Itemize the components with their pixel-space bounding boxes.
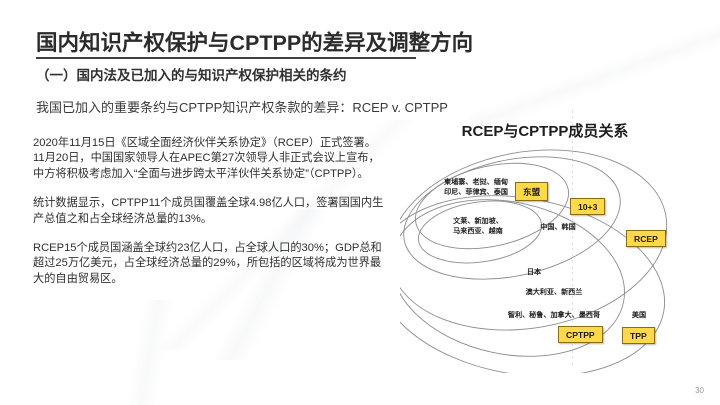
label-line: 智利、秘鲁、加拿大、墨西哥	[507, 311, 601, 319]
body-paragraph: 统计数据显示，CPTPP11个成员国覆盖全球4.98亿人口，签署国国内生产总值之…	[33, 197, 384, 225]
page-number: 30	[695, 386, 704, 395]
ellipse-asean	[415, 162, 569, 250]
badge-rcep[interactable]: RCEP	[626, 230, 666, 247]
badge-ten-plus-three[interactable]: 10+3	[570, 198, 606, 215]
badge-tpp[interactable]: TPP	[622, 327, 655, 344]
title-underline	[36, 57, 416, 59]
body-text-column: 2020年11月15日《区域全面经济伙伴关系协定》（RCEP）正式签署。11月2…	[33, 136, 385, 287]
label-line: 日本	[526, 268, 542, 276]
label-line: 中国、韩国	[540, 223, 576, 231]
ellipse-asean-cptpp	[418, 200, 542, 264]
layout-guide	[572, 110, 573, 365]
label-line: 美国	[631, 311, 647, 319]
badge-asean[interactable]: 东盟	[515, 182, 549, 201]
diagram-label-asean-cptpp: 文莱、新加坡、马来西亚、越南	[430, 217, 526, 236]
slide-lead-text: 我国已加入的重要条约与CPTPP知识产权条款的差异：RCEP v. CPTPP	[36, 100, 448, 115]
diagram-title: RCEP与CPTPP成员关系	[461, 123, 629, 140]
diagram-label-americas: 智利、秘鲁、加拿大、墨西哥	[484, 311, 624, 321]
slide-title: 国内知识产权保护与CPTPP的差异及调整方向	[36, 31, 474, 55]
label-line: 澳大利亚、新西兰	[525, 288, 583, 296]
ellipse-rcep	[400, 149, 668, 331]
diagram-label-china-korea: 中国、韩国	[522, 223, 594, 233]
label-line: 文莱、新加坡、马来西亚、越南	[453, 217, 503, 235]
diagram-ellipses	[400, 149, 668, 373]
background-streak	[0, 300, 300, 405]
ellipse-ten-plus-three	[403, 156, 621, 280]
diagram-label-oceania: 澳大利亚、新西兰	[504, 288, 604, 298]
label-line: 柬埔寨、老挝、缅甸印尼、菲律宾、泰国	[444, 178, 508, 196]
diagram-label-asean-rest: 柬埔寨、老挝、缅甸印尼、菲律宾、泰国	[422, 178, 530, 197]
diagram-label-japan: 日本	[510, 268, 558, 278]
body-paragraph: 2020年11月15日《区域全面经济伙伴关系协定》（RCEP）正式签署。11月2…	[33, 137, 380, 180]
body-paragraph: RCEP15个成员国涵盖全球约23亿人口，占全球人口的30%；GDP总和超过25…	[33, 242, 382, 285]
slide-subtitle: （一）国内法及已加入的与知识产权保护相关的条约	[36, 68, 347, 83]
diagram-label-usa: 美国	[622, 311, 656, 321]
membership-diagram: RCEP与CPTPP成员关系 柬埔寨、老挝、缅甸印尼、菲律宾、泰国 文莱、新加	[400, 120, 705, 375]
ellipse-cptpp	[400, 199, 625, 357]
badge-cptpp[interactable]: CPTPP	[558, 326, 603, 343]
